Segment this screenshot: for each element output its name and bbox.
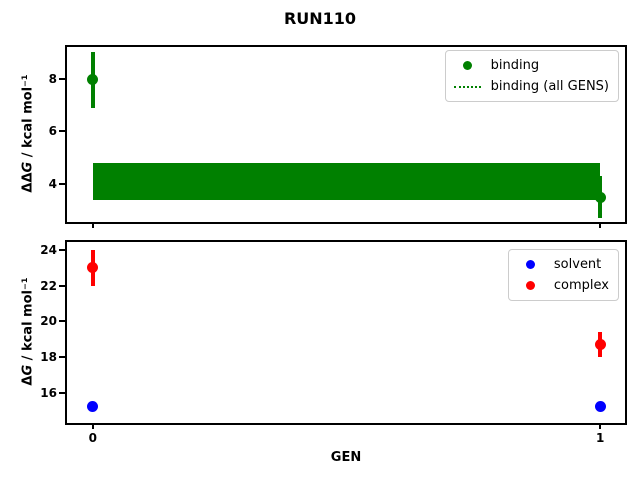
legend: binding binding (all GENS) (444, 50, 619, 102)
dot-icon (453, 61, 483, 70)
y-tick-label: 8 (48, 71, 57, 86)
y-tick-label: 24 (40, 243, 57, 258)
dot-icon (516, 281, 546, 290)
x-tick-mark (599, 423, 602, 429)
legend-item-binding: binding (453, 55, 609, 76)
y-tick-mark (59, 391, 65, 394)
legend-item-label: solvent (553, 257, 602, 272)
y-tick-label: 20 (40, 314, 57, 329)
legend-item-label: binding (all GENS) (490, 79, 609, 94)
legend-item-complex: complex (516, 275, 609, 296)
y-tick-label: 22 (40, 278, 57, 293)
band-binding-all-gens (92, 162, 601, 200)
x-tick-mark (599, 222, 602, 228)
data-point-complex (87, 262, 99, 274)
y-tick-mark (59, 249, 65, 252)
data-point-solvent (594, 401, 606, 413)
legend-item-solvent: solvent (516, 254, 609, 275)
dot-icon (516, 260, 546, 269)
y-tick-label: 18 (40, 350, 57, 365)
y-tick-mark (59, 356, 65, 359)
legend-item-label: complex (553, 278, 609, 293)
figure-title: RUN110 (283, 9, 357, 28)
bottom-axes: 24 22 20 18 16 0 1 solvent complex (40, 240, 627, 445)
x-tick-mark (91, 423, 94, 429)
y-tick-mark (59, 130, 65, 133)
y-tick-mark (59, 284, 65, 287)
data-point-binding (87, 74, 99, 86)
dotted-line-icon (453, 85, 483, 88)
bottom-y-axis-label: ΔG / kcal mol⁻¹ (21, 232, 36, 432)
y-tick-mark (59, 77, 65, 80)
y-tick-label: 4 (48, 176, 57, 191)
top-axes: 8 6 4 binding binding (all GENS) (49, 45, 627, 228)
data-point-binding (594, 191, 606, 203)
data-point-complex (594, 339, 606, 351)
legend: solvent complex (507, 249, 619, 301)
y-tick-label: 16 (40, 385, 57, 400)
ylabel-bottom-symbol: G (20, 364, 36, 376)
legend-item-label: binding (490, 58, 540, 73)
y-tick-mark (59, 182, 65, 185)
x-tick-label: 0 (88, 431, 98, 445)
x-tick-label: 1 (595, 431, 605, 445)
x-axis-label: GEN (330, 450, 362, 465)
x-tick-mark (91, 222, 94, 228)
ylabel-top-symbol: G (20, 161, 36, 173)
y-tick-mark (59, 320, 65, 323)
data-point-solvent (87, 401, 99, 413)
ylabel-top-suffix: / kcal mol⁻¹ (20, 74, 36, 162)
legend-item-binding-all-gens: binding (all GENS) (453, 76, 609, 97)
y-tick-label: 6 (48, 124, 57, 139)
